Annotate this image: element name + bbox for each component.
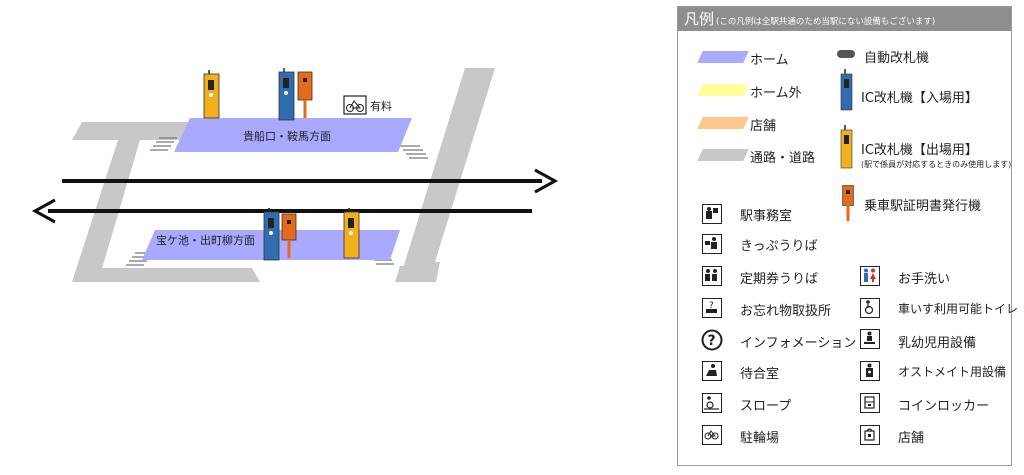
- wheelchair-toilet-icon: [860, 298, 880, 318]
- ic-gate-in-machine-lower: [263, 208, 280, 261]
- ic-gate-out-note: (駅で係員が対応するときのみ使用します): [861, 160, 1012, 169]
- facility-label-bicycle-parking: 駐輪場: [740, 431, 780, 446]
- bicycle-parking-legend-icon: [702, 425, 722, 445]
- ic-gate-out-icon: [840, 125, 853, 169]
- ic-gate-out-machine-lower: [343, 208, 360, 259]
- station-office-icon: [702, 204, 722, 224]
- legend-note: (この凡例は全駅共通のため当駅にない設備もございます): [716, 17, 936, 27]
- slope-icon: [702, 393, 722, 413]
- station-map: 有料 貴船口・鞍馬方面 宝ケ池・出町柳方面: [31, 68, 559, 282]
- certificate-machine: [297, 71, 313, 118]
- legend-title: 凡例: [684, 10, 715, 28]
- ic-gate-in-icon: [840, 69, 853, 111]
- facility-label-commuter-pass-office: 定期券うりば: [740, 272, 819, 287]
- facility-label-station-office: 駅事務室: [740, 209, 793, 224]
- shop-icon: [860, 425, 880, 445]
- ic-gate-out-label: IC改札機【出場用】: [861, 143, 978, 158]
- bicycle-paid-label: 有料: [370, 99, 392, 113]
- legend-header: 凡例(この凡例は全駅共通のため当駅にない設備もございます): [678, 7, 1011, 31]
- svg-text:?: ?: [708, 333, 716, 349]
- auto-gate-label: 自動改札機: [864, 51, 930, 66]
- facility-label-information: インフォメーション: [740, 336, 857, 351]
- facility-label-ticket-office: きっぷうりば: [740, 239, 818, 254]
- facility-label-wheelchair-toilet: 車いす利用可能トイレ: [898, 302, 1019, 316]
- stairs-upper: [150, 137, 428, 159]
- track-lower: [31, 198, 532, 224]
- waiting-room-icon: [702, 361, 722, 381]
- platform-upper: [174, 118, 412, 152]
- legend-panel: 凡例(この凡例は全駅共通のため当駅にない設備もございます) ホーム ホーム外 店…: [677, 6, 1018, 466]
- restroom-icon: [860, 266, 880, 286]
- facility-label-restroom: お手洗い: [898, 272, 951, 287]
- platform-lower-label: 宝ケ池・出町柳方面: [156, 233, 255, 247]
- ticket-office-icon: [702, 234, 722, 254]
- shop-swatch: [697, 117, 749, 129]
- platform-swatch: [697, 51, 749, 63]
- information-icon: ?: [701, 329, 723, 351]
- shop-swatch-label: 店舗: [750, 119, 777, 134]
- facility-label-baby-facility: 乳幼児用設備: [898, 336, 977, 351]
- ic-gate-in-label: IC改札機【入場用】: [861, 91, 978, 106]
- platform-swatch-label: ホーム: [750, 53, 789, 68]
- facility-label-waiting-room: 待合室: [740, 367, 780, 382]
- facility-label-lost-and-found: お忘れ物取扱所: [740, 304, 832, 319]
- facility-label-slope: スロープ: [740, 399, 792, 414]
- platform-upper-label: 貴船口・鞍馬方面: [243, 129, 331, 143]
- facility-label-coin-locker: コインロッカー: [898, 399, 990, 414]
- coin-locker-icon: [860, 393, 880, 413]
- bicycle-parking-icon: [343, 95, 367, 115]
- certificate-machine-lower: [281, 213, 297, 258]
- ic-gate-out-machine: [203, 70, 220, 119]
- certificate-machine-icon: [842, 185, 854, 221]
- ostomate-icon: [860, 361, 880, 381]
- commuter-pass-office-icon: [702, 266, 722, 286]
- facility-label-shop: 店舗: [898, 431, 925, 446]
- passage-swatch-label: 通路・道路: [750, 151, 816, 166]
- passage-swatch: [697, 149, 749, 161]
- baby-facility-icon: [860, 329, 880, 349]
- certificate-machine-label: 乗車駅証明書発行機: [864, 199, 982, 214]
- svg-text:?: ?: [709, 301, 714, 311]
- outside-platform-swatch-label: ホーム外: [750, 86, 802, 101]
- track-upper: [62, 168, 559, 194]
- facility-label-ostomate: オストメイト用設備: [898, 365, 1007, 379]
- outside-platform-swatch: [697, 84, 749, 96]
- lost-and-found-icon: ?: [702, 298, 722, 318]
- auto-gate-icon: [837, 50, 855, 58]
- ic-gate-in-machine: [278, 68, 295, 121]
